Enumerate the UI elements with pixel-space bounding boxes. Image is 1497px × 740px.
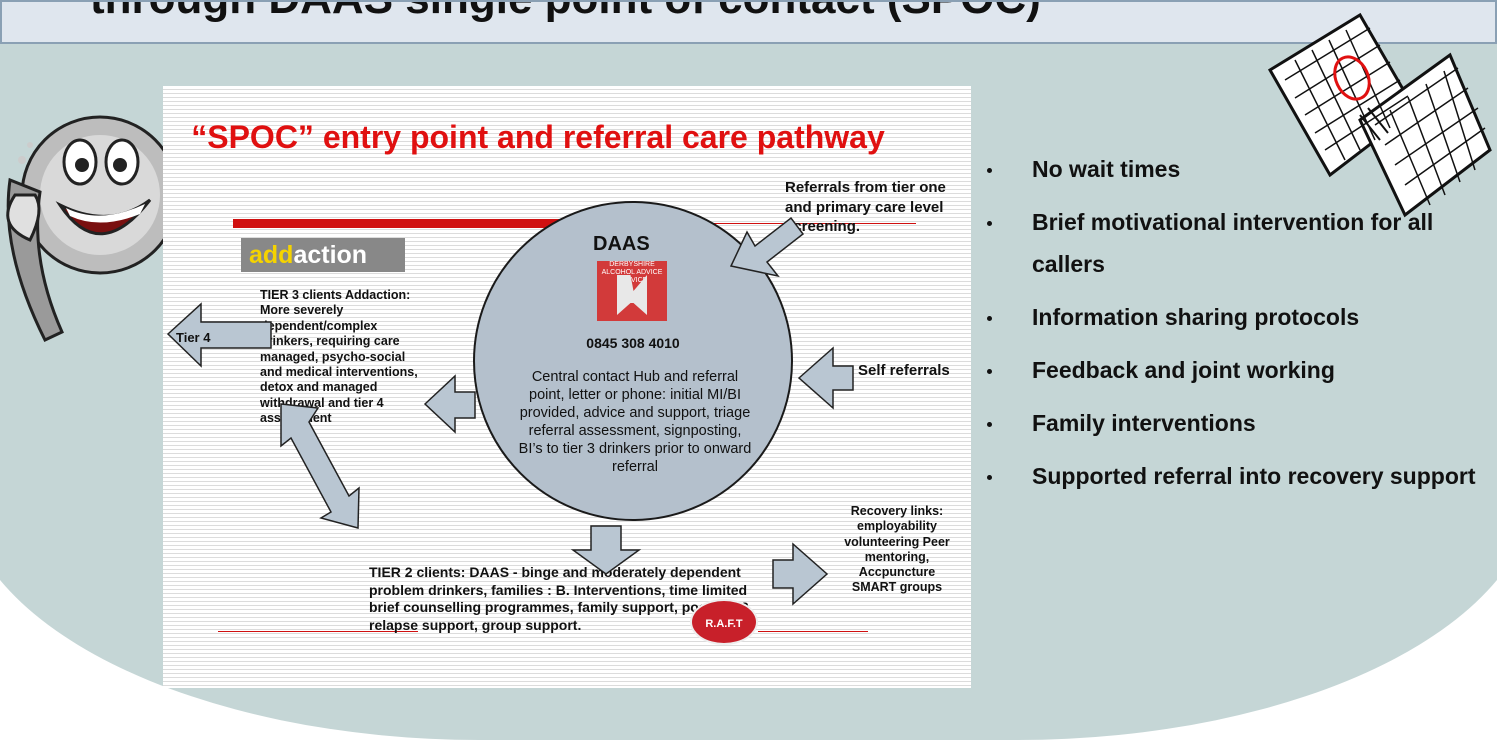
red-divider-line-bottom-left <box>218 631 418 632</box>
daas-logo-text: DERBYSHIRE ALCOHOL ADVICE SERVICE <box>601 261 663 284</box>
list-item: No wait times <box>987 148 1487 190</box>
self-referrals-label: Self referrals <box>858 362 950 379</box>
list-item: Supported referral into recovery support <box>987 455 1487 497</box>
bullet-icon <box>987 475 992 480</box>
daas-logo: DERBYSHIRE ALCOHOL ADVICE SERVICE <box>597 261 667 321</box>
tier1-referrals-label: Referrals from tier one and primary care… <box>785 179 946 235</box>
recovery-links-label: Recovery links: employability volunteeri… <box>844 504 950 595</box>
tier1-referral-arrow <box>729 216 805 278</box>
bullet-icon <box>987 369 992 374</box>
red-divider-line <box>641 223 916 224</box>
tier3-tier2-double-arrow <box>280 403 360 529</box>
list-item: Family interventions <box>987 402 1487 444</box>
hub-to-tier3-arrow <box>423 374 476 434</box>
diagram-title: “SPOC” entry point and referral care pat… <box>191 119 885 155</box>
bullet-icon <box>987 316 992 321</box>
tier4-arrow <box>166 302 272 368</box>
title-bar: through DAAS single point of contact (SP… <box>0 0 1497 44</box>
list-item: Feedback and joint working <box>987 349 1487 391</box>
red-divider-band <box>233 219 643 228</box>
raft-logo: R.A.F.T <box>690 599 758 645</box>
slide-title: through DAAS single point of contact (SP… <box>90 2 1041 24</box>
bullet-icon <box>987 221 992 226</box>
tier2-to-recovery-arrow <box>772 542 829 606</box>
hub-description: Central contact Hub and referral point, … <box>518 369 752 475</box>
smiley-phone-clipart <box>6 115 170 342</box>
self-referral-arrow <box>797 346 854 410</box>
tier2-description: TIER 2 clients: DAAS - binge and moderat… <box>369 564 749 633</box>
list-item: Information sharing protocols <box>987 296 1487 338</box>
bullet-icon <box>987 168 992 173</box>
pathway-arrows: Tier 4 <box>166 216 854 606</box>
tier4-label: Tier 4 <box>176 330 211 345</box>
hub-phone-number: 0845 308 4010 <box>586 335 680 351</box>
pathway-diagram: “SPOC” entry point and referral care pat… <box>163 86 971 688</box>
list-item: Brief motivational intervention for all … <box>987 201 1487 285</box>
hub-to-tier2-arrow <box>570 525 642 575</box>
addaction-logo: addaction <box>241 238 405 272</box>
red-divider-line-bottom-right <box>758 631 868 632</box>
hub-title: DAAS <box>593 233 650 255</box>
bullet-icon <box>987 422 992 427</box>
benefits-list: No wait times Brief motivational interve… <box>987 148 1487 508</box>
calendar-clipart <box>1267 12 1492 218</box>
